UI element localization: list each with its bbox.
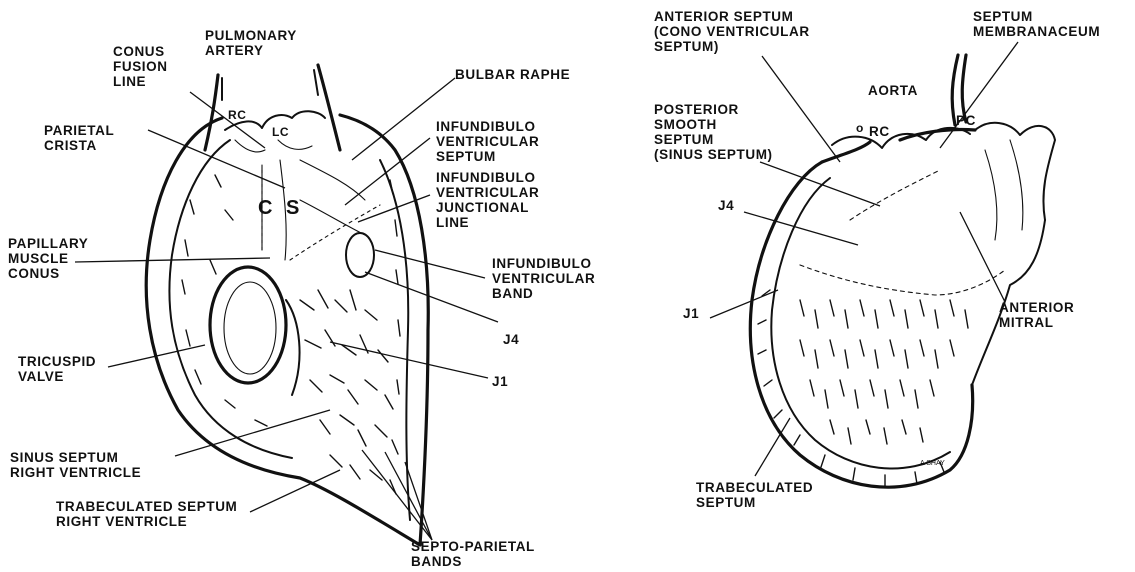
posterior-smooth-septum-label: POSTERIOR SMOOTH SEPTUM (SINUS SEPTUM): [654, 102, 773, 162]
aorta-label: AORTA: [868, 83, 918, 98]
left-ventricle-illustration: o A SHAY: [750, 55, 1055, 487]
right-j4-label: J4: [718, 198, 734, 213]
trabeculated-septum-right-ventricle-label: TRABECULATED SEPTUM RIGHT VENTRICLE: [56, 499, 242, 529]
right-j1-label: J1: [683, 306, 699, 321]
right-ventricle-illustration: RC LC C S: [146, 65, 428, 545]
septum-membranaceum-label: SEPTUM MEMBRANACEUM: [973, 9, 1100, 39]
artist-signature: A SHAY: [920, 460, 945, 467]
left-j1-label: J1: [492, 374, 508, 389]
rc-cusp-label: RC: [228, 108, 247, 122]
tricuspid-valve-label: TRICUSPID VALVE: [18, 354, 101, 384]
anterior-mitral-label: ANTERIOR MITRAL: [999, 300, 1079, 330]
conus-fusion-line-label: CONUS FUSION LINE: [113, 44, 172, 89]
infundibulo-ventricular-band-label: INFUNDIBULO VENTRICULAR BAND: [492, 256, 600, 301]
right-o-label: o: [856, 121, 864, 135]
infundibulo-ventricular-junctional-line-label: INFUNDIBULO VENTRICULAR JUNCTIONAL LINE: [436, 170, 544, 230]
septum-s-label: S: [286, 197, 300, 219]
parietal-crista-label: PARIETAL CRISTA: [44, 123, 118, 153]
lc-cusp-label: LC: [272, 125, 289, 139]
sinus-septum-right-ventricle-label: SINUS SEPTUM RIGHT VENTRICLE: [10, 450, 141, 480]
right-rc-cusp-label: RC: [869, 124, 890, 139]
trabeculated-septum-label: TRABECULATED SEPTUM: [696, 480, 818, 510]
left-j4-label: J4: [503, 332, 519, 347]
pulmonary-artery-label: PULMONARY ARTERY: [205, 28, 301, 58]
infundibulo-ventricular-septum-label: INFUNDIBULO VENTRICULAR SEPTUM: [436, 119, 544, 164]
left-labels: PULMONARY ARTERY CONUS FUSION LINE BULBA…: [8, 28, 600, 569]
septo-parietal-bands-label: SEPTO-PARIETAL BANDS: [411, 539, 539, 569]
crista-c-label: C: [258, 197, 273, 219]
pc-cusp-label: PC: [956, 113, 976, 128]
papillary-muscle-conus-label: PAPILLARY MUSCLE CONUS: [8, 236, 93, 281]
left-trabecular-texture: [758, 290, 968, 487]
bulbar-raphe-label: BULBAR RAPHE: [455, 67, 570, 82]
anterior-septum-label: ANTERIOR SEPTUM (CONO VENTRICULAR SEPTUM…: [654, 9, 814, 54]
